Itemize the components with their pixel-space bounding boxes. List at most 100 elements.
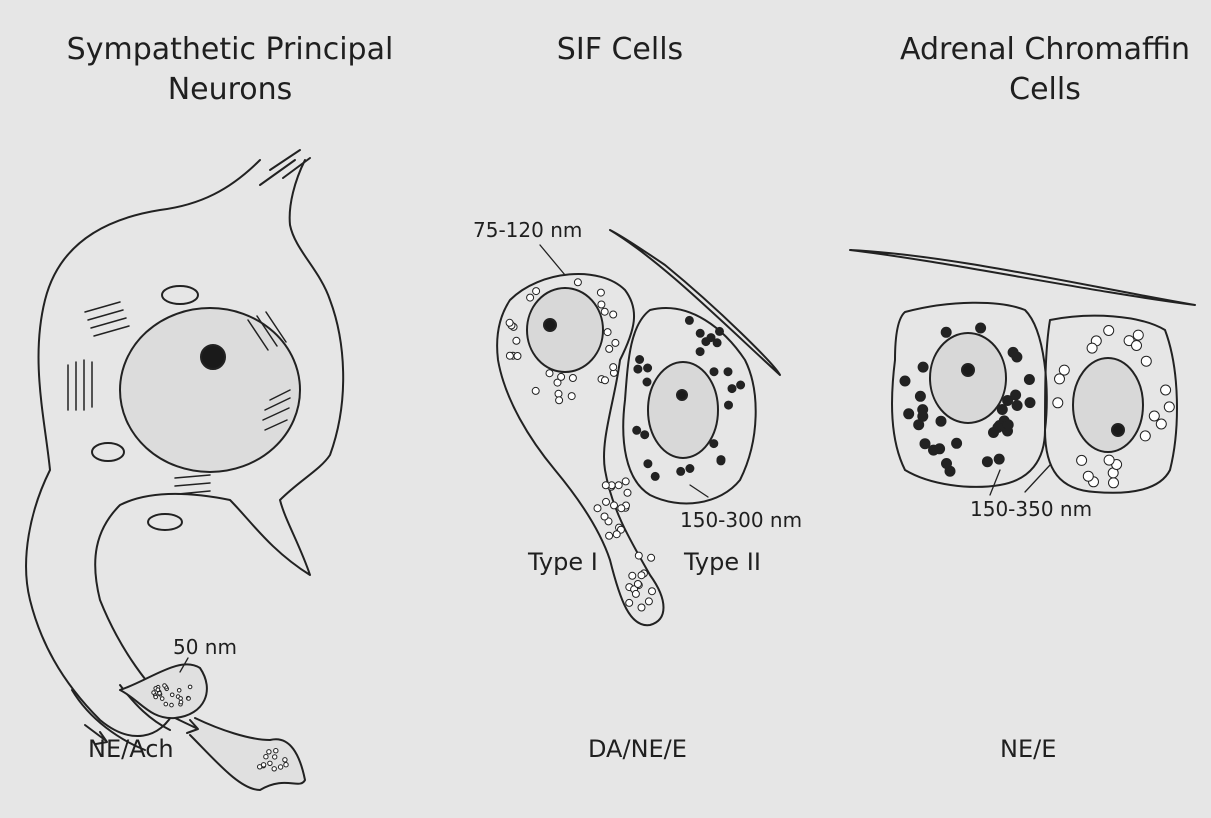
transmitter-neurons: NE/Ach [88, 735, 174, 763]
granule [702, 338, 710, 346]
neuron-nucleus [120, 308, 300, 472]
granule [677, 467, 685, 475]
principal-neuron [26, 150, 343, 790]
chromaffin-nucleus [930, 333, 1006, 423]
granule [1053, 398, 1063, 408]
granule [915, 391, 925, 401]
granule [272, 767, 276, 771]
granule [160, 697, 164, 701]
title-line: Adrenal Chromaffin [895, 30, 1195, 70]
granule [645, 598, 652, 605]
granule [163, 684, 167, 688]
granule [900, 376, 910, 386]
granule [598, 301, 605, 308]
granule [506, 319, 513, 326]
granule [1132, 341, 1142, 351]
granule [1164, 402, 1174, 412]
granule [638, 604, 645, 611]
granule [602, 482, 609, 489]
granule [604, 329, 611, 336]
granule [278, 765, 282, 769]
title-adrenal-chromaffin: Adrenal Chromaffin Cells [895, 30, 1195, 110]
granule [603, 498, 610, 505]
granule [1012, 401, 1022, 411]
granule [626, 599, 633, 606]
granule [942, 459, 952, 469]
granule [187, 697, 191, 701]
granule [569, 375, 576, 382]
granule [634, 581, 641, 588]
axon-varicosity-2 [190, 718, 305, 790]
granule [918, 362, 928, 372]
granule [632, 590, 639, 597]
granule [556, 397, 563, 404]
granule [574, 279, 581, 286]
granule [935, 444, 945, 454]
granule [1133, 330, 1143, 340]
granule [546, 370, 553, 377]
granule [261, 763, 265, 767]
granule [601, 513, 608, 520]
granule [936, 416, 946, 426]
granule [532, 387, 539, 394]
granule [1025, 398, 1035, 408]
granule [644, 364, 652, 372]
granule [1083, 471, 1093, 481]
granule [267, 750, 271, 754]
granule [976, 323, 986, 333]
granule [1104, 455, 1114, 465]
granule [555, 390, 562, 397]
sif-type1-nucleus [527, 288, 603, 372]
granule [615, 482, 622, 489]
granule [696, 329, 704, 337]
granule [601, 308, 608, 315]
granule [613, 531, 620, 538]
granule [158, 691, 162, 695]
granule [177, 689, 181, 693]
granule [952, 438, 962, 448]
granule [594, 505, 601, 512]
transmitter-chromaffin: NE/E [1000, 735, 1056, 763]
granule [179, 700, 183, 704]
granule [1055, 374, 1065, 384]
granule [1077, 455, 1087, 465]
granule [606, 532, 613, 539]
label-type-1: Type I [528, 548, 598, 576]
title-line: Neurons [30, 70, 430, 110]
granule [641, 431, 649, 439]
granule [982, 457, 992, 467]
secretory-granules [152, 279, 1175, 771]
granule [624, 489, 631, 496]
granule [717, 456, 725, 464]
granule [635, 552, 642, 559]
neuron-mitochondrion [92, 443, 124, 461]
granule [941, 327, 951, 337]
granule [622, 478, 629, 485]
granule [724, 368, 732, 376]
granule [634, 365, 642, 373]
granule [179, 697, 183, 701]
chromaffin-nucleus [1073, 358, 1143, 452]
chromaffin-cells [850, 250, 1195, 493]
title-line: Sympathetic Principal [30, 30, 430, 70]
granule [284, 763, 288, 767]
granule [606, 345, 613, 352]
granule [602, 377, 609, 384]
granule [1149, 411, 1159, 421]
title-line: Cells [895, 70, 1195, 110]
label-50nm: 50 nm [173, 635, 237, 659]
granule [1156, 419, 1166, 429]
granule [633, 426, 641, 434]
sif-type1-nucleolus [544, 319, 556, 331]
granule [1161, 385, 1171, 395]
granule [506, 352, 513, 359]
granule [728, 385, 736, 393]
title-line: SIF Cells [520, 30, 720, 70]
granule [1141, 356, 1151, 366]
granule [685, 316, 693, 324]
granule [527, 294, 534, 301]
granule [696, 348, 704, 356]
granule [164, 702, 168, 706]
